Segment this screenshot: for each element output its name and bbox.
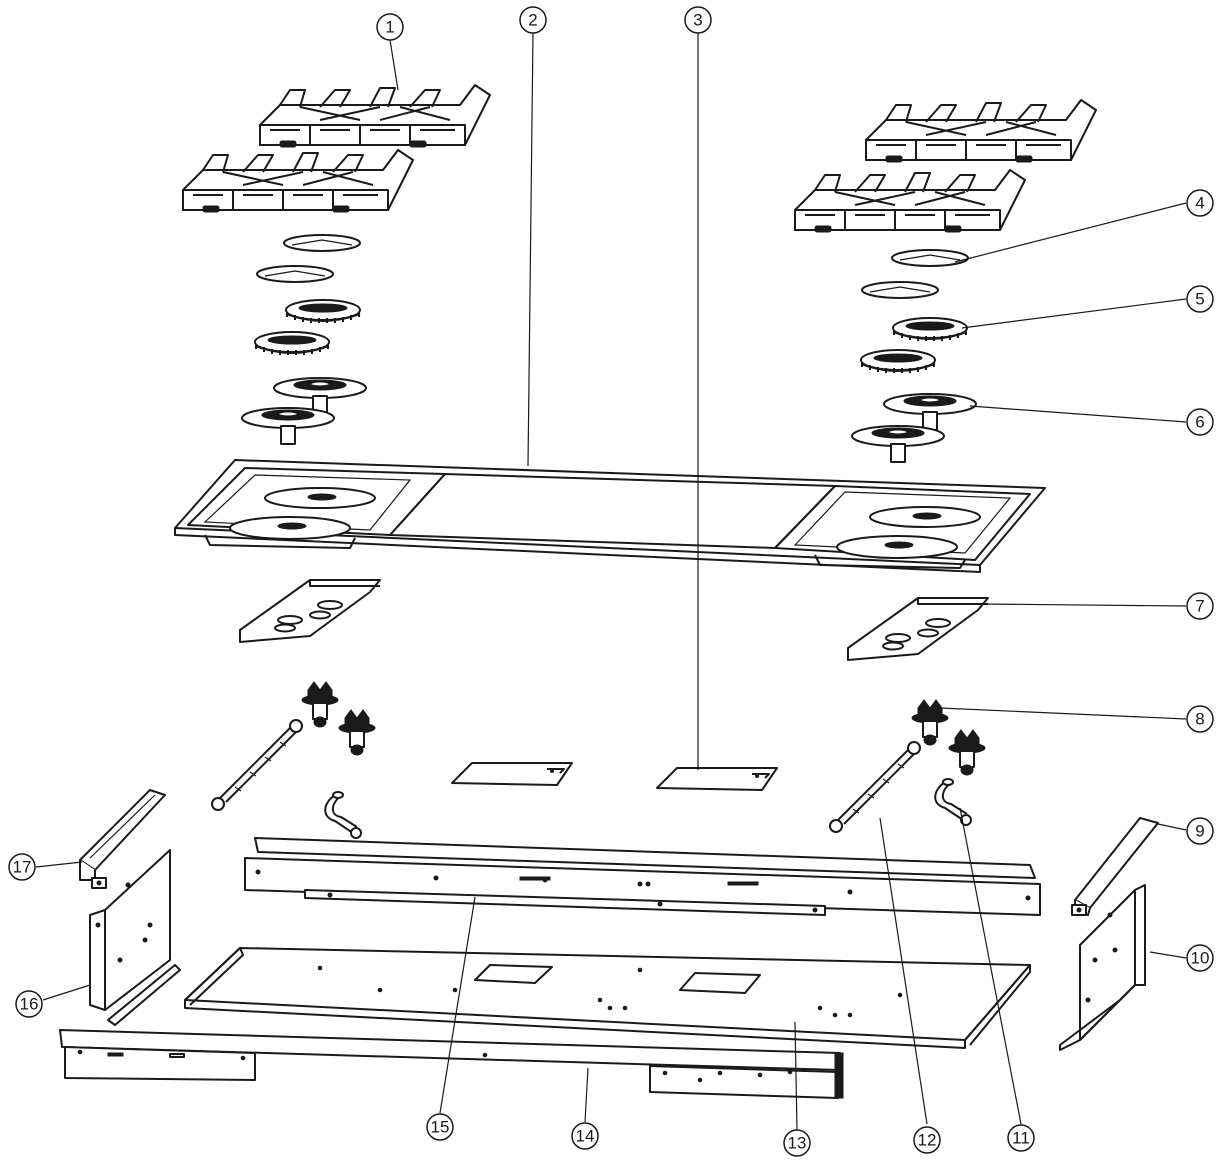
svg-text:6: 6 (1195, 413, 1204, 432)
right-rear-grate (865, 99, 1097, 163)
left-gas-hose (211, 719, 303, 811)
heat-shield-plate-left (451, 762, 573, 786)
svg-text:12: 12 (918, 1131, 937, 1150)
left-rear-grate (259, 84, 491, 148)
callout-1: 1 (376, 13, 404, 41)
callout-8: 8 (1186, 705, 1214, 733)
callout-5: 5 (1186, 285, 1214, 313)
left-burner-head-1 (285, 299, 361, 324)
right-burner-base-2 (851, 425, 945, 463)
right-gas-hose (829, 741, 921, 833)
left-valve-2 (338, 709, 376, 756)
left-burner-base-2 (241, 407, 335, 445)
svg-text:14: 14 (576, 1127, 595, 1146)
callout-4: 4 (1186, 189, 1214, 217)
svg-text:4: 4 (1195, 194, 1204, 213)
right-burner-head-1 (892, 317, 968, 342)
right-burner-head-2 (860, 349, 936, 374)
callout-6: 6 (1186, 408, 1214, 436)
callout-14: 14 (571, 1122, 599, 1150)
right-front-grate (794, 169, 1026, 233)
svg-text:2: 2 (528, 11, 537, 30)
right-valve-2 (948, 729, 986, 776)
left-valve-1 (301, 681, 339, 728)
callout-7: 7 (1186, 592, 1214, 620)
rear-rail (244, 837, 1041, 916)
svg-text:5: 5 (1195, 290, 1204, 309)
svg-text:3: 3 (693, 11, 702, 30)
callout-10: 10 (1186, 944, 1214, 972)
right-burner-tray (847, 597, 989, 661)
svg-text:8: 8 (1195, 710, 1204, 729)
svg-text:13: 13 (788, 1134, 807, 1153)
right-side-angle (1071, 817, 1159, 916)
svg-text:9: 9 (1195, 822, 1204, 841)
bottom-pan (184, 947, 1031, 1049)
cooktop-top-panel (174, 459, 1046, 573)
heat-shield-plate-right (656, 767, 778, 791)
svg-text:7: 7 (1195, 597, 1204, 616)
left-side-bracket (89, 849, 181, 1026)
callout-2: 2 (519, 6, 547, 34)
left-gas-tube (324, 791, 362, 839)
left-front-grate (182, 149, 414, 213)
callout-12: 12 (913, 1126, 941, 1154)
right-valve-1 (911, 699, 949, 746)
right-burner-cap-1 (891, 249, 969, 267)
left-burner-head-2 (254, 331, 330, 356)
callout-16: 16 (15, 990, 43, 1018)
callout-3: 3 (684, 6, 712, 34)
callout-15: 15 (426, 1113, 454, 1141)
left-burner-tray (239, 579, 381, 643)
right-burner-cap-2 (861, 281, 939, 299)
svg-text:10: 10 (1191, 949, 1210, 968)
svg-text:15: 15 (431, 1118, 450, 1137)
svg-text:16: 16 (20, 995, 39, 1014)
right-side-bracket (1059, 884, 1146, 1051)
leader-lines (35, 32, 1187, 1131)
left-burner-cap-2 (256, 265, 334, 283)
callout-11: 11 (1007, 1124, 1035, 1152)
callout-9: 9 (1186, 817, 1214, 845)
right-gas-tube (934, 778, 972, 826)
left-side-angle (79, 789, 166, 889)
callout-17: 17 (8, 853, 36, 881)
svg-text:11: 11 (1012, 1129, 1030, 1148)
callout-13: 13 (783, 1129, 811, 1157)
left-burner-cap-1 (283, 234, 361, 252)
svg-text:17: 17 (13, 858, 32, 877)
right-burner-base-1 (883, 393, 977, 431)
svg-text:1: 1 (385, 18, 394, 37)
